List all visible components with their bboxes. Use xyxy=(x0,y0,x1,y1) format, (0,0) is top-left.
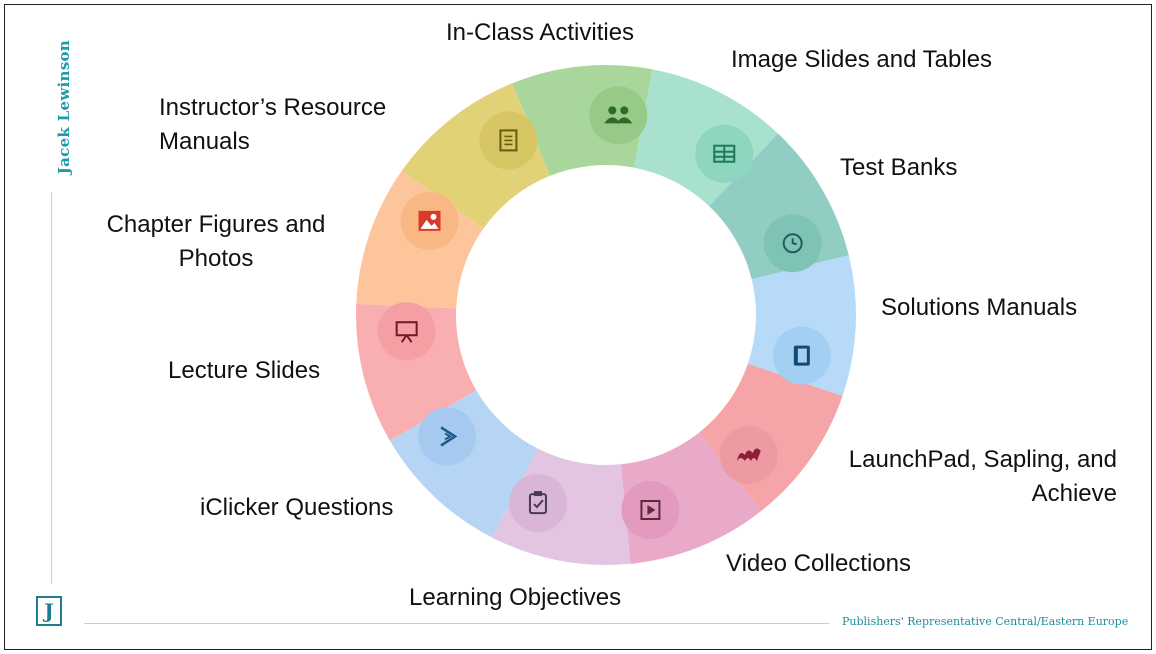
label-instructor-line1: Instructor’s Resource xyxy=(159,94,387,121)
label-learning-objectives: Learning Objectives xyxy=(409,584,622,611)
presentation-icon xyxy=(377,302,436,361)
macmillan-logo-icon xyxy=(719,426,778,485)
label-test-banks: Test Banks xyxy=(840,154,958,181)
horizontal-divider xyxy=(84,623,829,624)
label-chapter-figures: Chapter Figures and Photos xyxy=(98,208,334,276)
document-icon xyxy=(479,111,538,170)
image-icon xyxy=(400,191,459,250)
label-in-class-activities: In-Class Activities xyxy=(446,19,635,46)
ring-center xyxy=(458,167,754,463)
iclicker-icon xyxy=(418,407,477,466)
label-launchpad-line2: Achieve xyxy=(1031,480,1117,507)
brand-logo: J xyxy=(36,596,62,626)
footer-tagline: Publishers' Representative Central/Easte… xyxy=(842,615,1129,628)
label-launchpad-line1: LaunchPad, Sapling, and xyxy=(848,446,1117,473)
label-chapter-line1: Chapter Figures and xyxy=(106,211,326,238)
label-video-collections: Video Collections xyxy=(726,550,912,577)
label-chapter-line2: Photos xyxy=(178,245,254,272)
label-launchpad: LaunchPad, Sapling, and Achieve xyxy=(842,443,1117,511)
people-icon xyxy=(589,86,648,145)
label-instructor-manuals: Instructor’s Resource Manuals xyxy=(159,91,386,159)
play-icon xyxy=(621,481,680,540)
label-instructor-line2: Manuals xyxy=(159,128,250,155)
clipboard-check-icon xyxy=(508,474,567,533)
label-lecture-slides: Lecture Slides xyxy=(168,357,321,384)
label-image-slides-tables: Image Slides and Tables xyxy=(731,46,993,73)
vertical-divider xyxy=(51,192,52,584)
label-iclicker-questions: iClicker Questions xyxy=(200,494,394,521)
label-solutions-manuals: Solutions Manuals xyxy=(881,294,1078,321)
clock-icon xyxy=(763,214,822,273)
table-icon xyxy=(695,124,754,183)
book-icon xyxy=(772,326,831,385)
